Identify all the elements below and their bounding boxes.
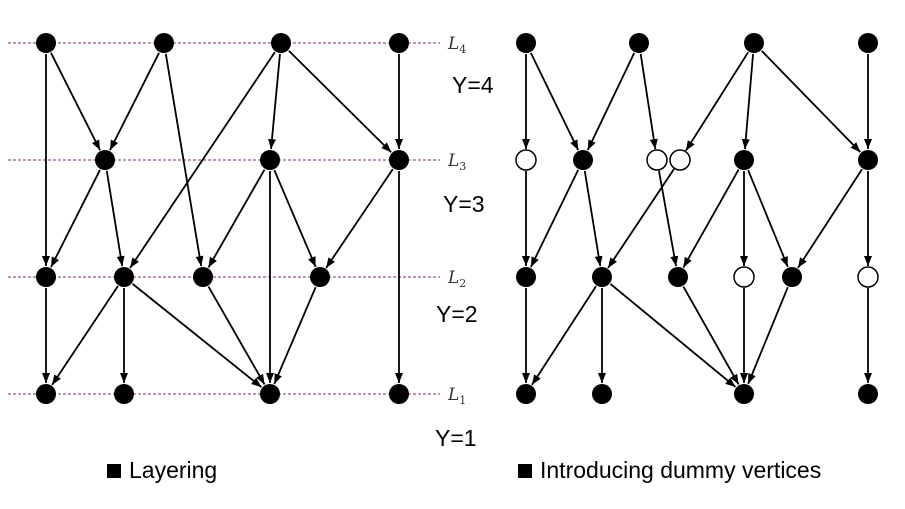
- right-dummy-vertex-f1: [733, 266, 755, 288]
- right-edge-a3-b3: [761, 50, 861, 153]
- y-value-labels: Y=4Y=3Y=2Y=1: [435, 72, 494, 451]
- left-vertex-a1: [36, 33, 56, 53]
- square-bullet-icon: [518, 463, 532, 478]
- left-edge-a3-c2: [129, 51, 276, 269]
- right-edge-c2-d3: [609, 283, 737, 388]
- right-edge-a1-b1: [530, 52, 579, 151]
- left-vertex-b2: [260, 150, 280, 170]
- layer-label-4: L4: [447, 34, 466, 56]
- left-edge-a1-b1: [50, 52, 101, 151]
- right-vertex-a3: [744, 33, 764, 53]
- left-edge-b2-c4: [273, 169, 317, 268]
- right-vertex-b2: [734, 150, 754, 170]
- left-edge-c3-d3: [207, 286, 266, 385]
- left-vertex-d3: [260, 384, 280, 404]
- left-vertex-c3: [193, 267, 213, 287]
- y-value-label-2: Y=2: [436, 301, 478, 327]
- left-vertex-c2: [114, 267, 134, 287]
- left-vertex-d2: [114, 384, 134, 404]
- layer-guide-lines: [8, 42, 440, 395]
- right-dummy-vertex-f2: [857, 266, 879, 288]
- left-vertex-a2: [154, 33, 174, 53]
- right-dummy-vertex-e3: [669, 149, 691, 171]
- caption-layering: Layering: [107, 457, 217, 484]
- right-vertex-a1: [516, 33, 536, 53]
- left-graph-layering: [36, 33, 409, 404]
- right-edge-a3-e3: [685, 51, 749, 152]
- square-bullet-icon: [107, 463, 121, 478]
- right-edge-a3-b2: [741, 53, 754, 150]
- caption-layering-text: Layering: [129, 457, 218, 483]
- left-vertex-b3: [389, 150, 409, 170]
- y-value-label-1: Y=1: [435, 425, 477, 451]
- right-vertex-b3: [858, 150, 878, 170]
- right-edge-b2-c3: [682, 169, 740, 268]
- left-edge-b3-c4: [325, 168, 394, 269]
- right-edge-b1-c2: [583, 170, 603, 267]
- right-dummy-vertex-e2: [646, 149, 668, 171]
- right-vertex-d4: [858, 384, 878, 404]
- left-vertex-a3: [271, 33, 291, 53]
- y-value-label-4: Y=4: [452, 72, 494, 98]
- right-vertex-b1: [573, 150, 593, 170]
- left-edge-a2-b1: [109, 52, 160, 151]
- right-edge-b3-c4: [797, 168, 863, 269]
- layer-label-1: L1: [447, 385, 466, 407]
- right-vertex-d3: [734, 384, 754, 404]
- caption-dummy-vertices-text: Introducing dummy vertices: [540, 457, 822, 483]
- y-value-label-3: Y=3: [443, 191, 485, 217]
- right-vertex-c4: [782, 267, 802, 287]
- right-edge-c2-d1: [531, 285, 597, 386]
- left-edge-c2-d1: [51, 285, 119, 386]
- right-edge-c4-d3: [747, 286, 789, 385]
- right-graph-dummy-vertices: [515, 33, 879, 404]
- layer-label-2: L2: [447, 268, 466, 290]
- left-vertex-b1: [95, 150, 115, 170]
- left-edge-a3-b2: [267, 53, 281, 150]
- right-dummy-vertex-e1: [515, 149, 537, 171]
- right-vertex-a4: [858, 33, 878, 53]
- left-edge-b2-c3: [207, 169, 266, 268]
- right-vertex-c1: [516, 267, 536, 287]
- layer-label-3: L3: [447, 151, 466, 173]
- left-vertex-a4: [389, 33, 409, 53]
- right-vertex-a2: [629, 33, 649, 53]
- right-vertex-c2: [592, 267, 612, 287]
- right-edge-c3-d3: [682, 286, 740, 385]
- left-edge-b1-c1: [50, 169, 101, 268]
- caption-dummy-vertices: Introducing dummy vertices: [518, 457, 821, 484]
- left-vertex-c1: [36, 267, 56, 287]
- left-edge-a3-b3: [288, 50, 392, 153]
- right-edge-e2-c3: [658, 170, 679, 267]
- right-edge-b2-c4: [747, 169, 789, 268]
- right-vertex-d2: [592, 384, 612, 404]
- right-edge-b1-c1: [530, 169, 579, 268]
- right-vertex-c3: [668, 267, 688, 287]
- left-edge-a2-c3: [164, 53, 204, 267]
- right-edge-a2-e2: [639, 53, 658, 150]
- right-vertex-d1: [516, 384, 536, 404]
- left-vertex-d1: [36, 384, 56, 404]
- left-edge-b1-c2: [105, 170, 125, 267]
- left-edge-c2-d3: [132, 283, 262, 388]
- right-edge-e3-c2: [607, 168, 675, 269]
- left-edge-c4-d3: [273, 286, 317, 385]
- left-vertex-c4: [310, 267, 330, 287]
- right-edge-a2-b1: [586, 52, 636, 151]
- left-vertex-d4: [389, 384, 409, 404]
